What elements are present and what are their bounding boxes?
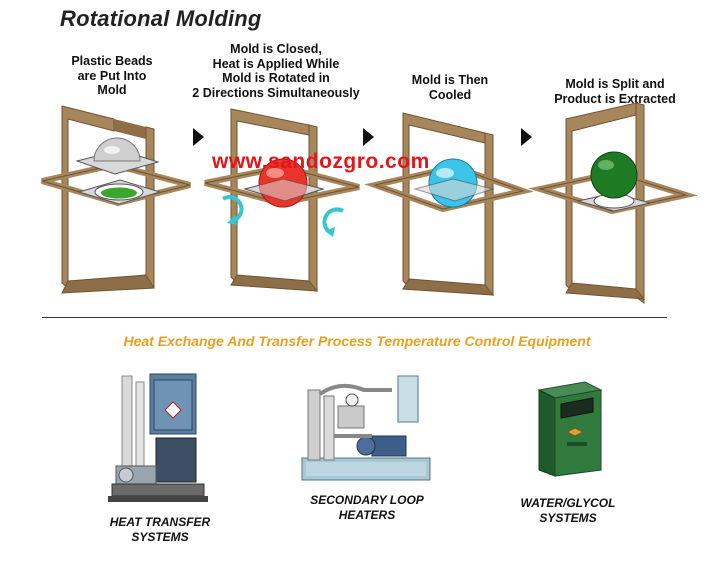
stage-2-label: Mold is Closed, Heat is Applied While Mo… <box>190 42 362 100</box>
stage-1-mold-frame <box>41 105 191 294</box>
watermark: www.sandozgro.com <box>212 150 430 173</box>
stage-1-label-line: Plastic Beads <box>71 54 153 68</box>
page-title: Rotational Molding <box>60 6 262 31</box>
water-glycol-label-line: WATER/GLYCOL <box>520 496 616 510</box>
stage-2-label-line: Mold is Closed, <box>230 42 322 56</box>
secondary-loop-label-line: HEATERS <box>338 508 396 522</box>
rotation-arrow-icon <box>322 207 344 235</box>
stage-2-mold-frame <box>204 108 360 292</box>
stage-4-label: Mold is Split and Product is Extracted <box>550 77 680 106</box>
rotation-arrow-icon <box>221 195 244 223</box>
stage-2-label-line: 2 Directions Simultaneously <box>192 85 360 100</box>
stage-1-label: Plastic Beads are Put Into Mold <box>52 54 172 98</box>
secondary-loop-label-line: SECONDARY LOOP <box>310 493 424 507</box>
secondary-loop-label: SECONDARY LOOP HEATERS <box>297 493 437 523</box>
water-glycol-system-image <box>537 381 603 477</box>
section-divider <box>42 317 667 318</box>
stage-4-label-line: Product is Extracted <box>554 91 676 106</box>
stage-4-label-line: Mold is Split and <box>565 77 665 91</box>
stage-2-label-line: Heat is Applied While <box>212 56 340 71</box>
plastic-beads <box>101 187 137 199</box>
step-arrow-icon <box>521 128 532 146</box>
stage-4-mold-frame <box>528 102 698 304</box>
stage-3-label: Mold is Then Cooled <box>395 73 505 102</box>
heat-transfer-label-line: SYSTEMS <box>131 530 189 544</box>
stage-2-label-line: Mold is Rotated in <box>222 71 330 85</box>
extracted-product-sphere <box>590 151 638 199</box>
secondary-loop-heater-image <box>301 375 431 481</box>
step-arrow-icon <box>363 128 374 146</box>
water-glycol-label-line: SYSTEMS <box>539 511 597 525</box>
water-glycol-label: WATER/GLYCOL SYSTEMS <box>498 496 638 526</box>
section-title: Heat Exchange And Transfer Process Tempe… <box>123 333 591 349</box>
stage-3-label-line: Cooled <box>428 87 472 102</box>
stage-3-mold-frame <box>364 112 534 296</box>
step-arrow-icon <box>193 128 204 146</box>
heat-transfer-label: HEAT TRANSFER SYSTEMS <box>90 515 230 545</box>
stage-1-label-line: Mold <box>97 83 127 97</box>
heat-transfer-system-image <box>108 373 208 502</box>
stage-3-label-line: Mold is Then <box>411 73 489 87</box>
stage-1-label-line: are Put Into <box>77 68 147 83</box>
heat-transfer-label-line: HEAT TRANSFER <box>109 515 211 529</box>
